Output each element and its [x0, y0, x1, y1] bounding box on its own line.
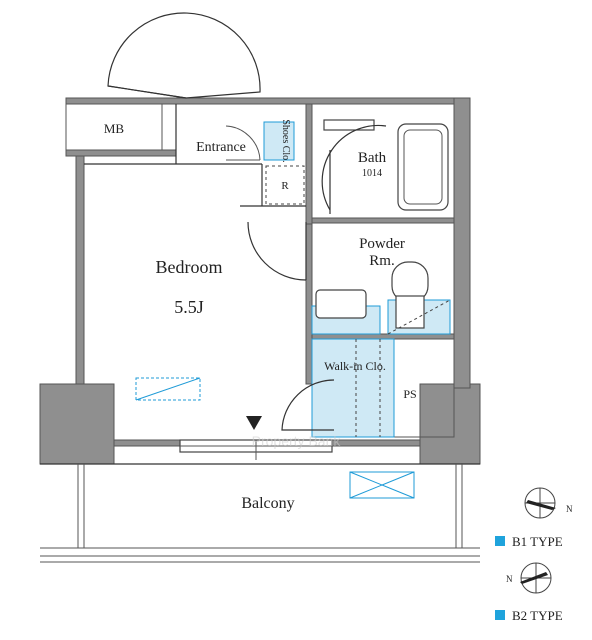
- walk-in-closet-label: Walk-in Clo.: [324, 359, 386, 373]
- north-arrow-icon: [520, 572, 548, 584]
- bath-label: Bath: [358, 150, 387, 166]
- walk-in-closet-area: [281, 338, 395, 438]
- bedroom-cabinet: [135, 377, 201, 401]
- bedroom-door: [247, 221, 307, 281]
- refrigerator-label: R: [281, 180, 289, 192]
- north-mark-b2: N: [506, 574, 513, 584]
- compass-b2: N: [506, 562, 552, 594]
- north-arrow-icon: [526, 500, 556, 510]
- b1-legend-square: [495, 536, 505, 546]
- b1-type-label: B1 TYPE: [512, 534, 563, 549]
- balcony-hatch: [349, 471, 415, 499]
- balcony-label: Balcony: [241, 495, 294, 512]
- shoes-closet-label: Shoes Clo.: [280, 119, 291, 162]
- front-door: [107, 12, 261, 99]
- entrance-door: [225, 125, 261, 161]
- watermark: Property Bank: [252, 433, 342, 449]
- entrance-partitions: [84, 104, 306, 207]
- powder-fixtures: [311, 261, 451, 335]
- refrigerator-space: [265, 165, 305, 205]
- balcony-window: [179, 439, 333, 460]
- north-mark-b1: N: [566, 504, 573, 514]
- shoes-closet-area: [263, 121, 295, 161]
- b2-type-label: B2 TYPE: [512, 608, 563, 623]
- powder-room-label-line2: Rm.: [369, 253, 394, 269]
- bedroom-size-label: 5.5J: [174, 297, 204, 317]
- powder-room-label-line1: Powder: [359, 236, 405, 252]
- ps-label: PS: [403, 387, 416, 401]
- entrance-label: Entrance: [196, 140, 246, 155]
- balcony-outline: [40, 463, 480, 563]
- bedroom-label: Bedroom: [156, 257, 223, 277]
- entry-arrow-icon: [246, 416, 262, 430]
- bath-fixtures: [321, 119, 449, 214]
- compass-b1: N: [524, 487, 573, 519]
- b2-legend-square: [495, 610, 505, 620]
- bath-size-label: 1014: [362, 168, 382, 179]
- mb-label: MB: [104, 121, 125, 136]
